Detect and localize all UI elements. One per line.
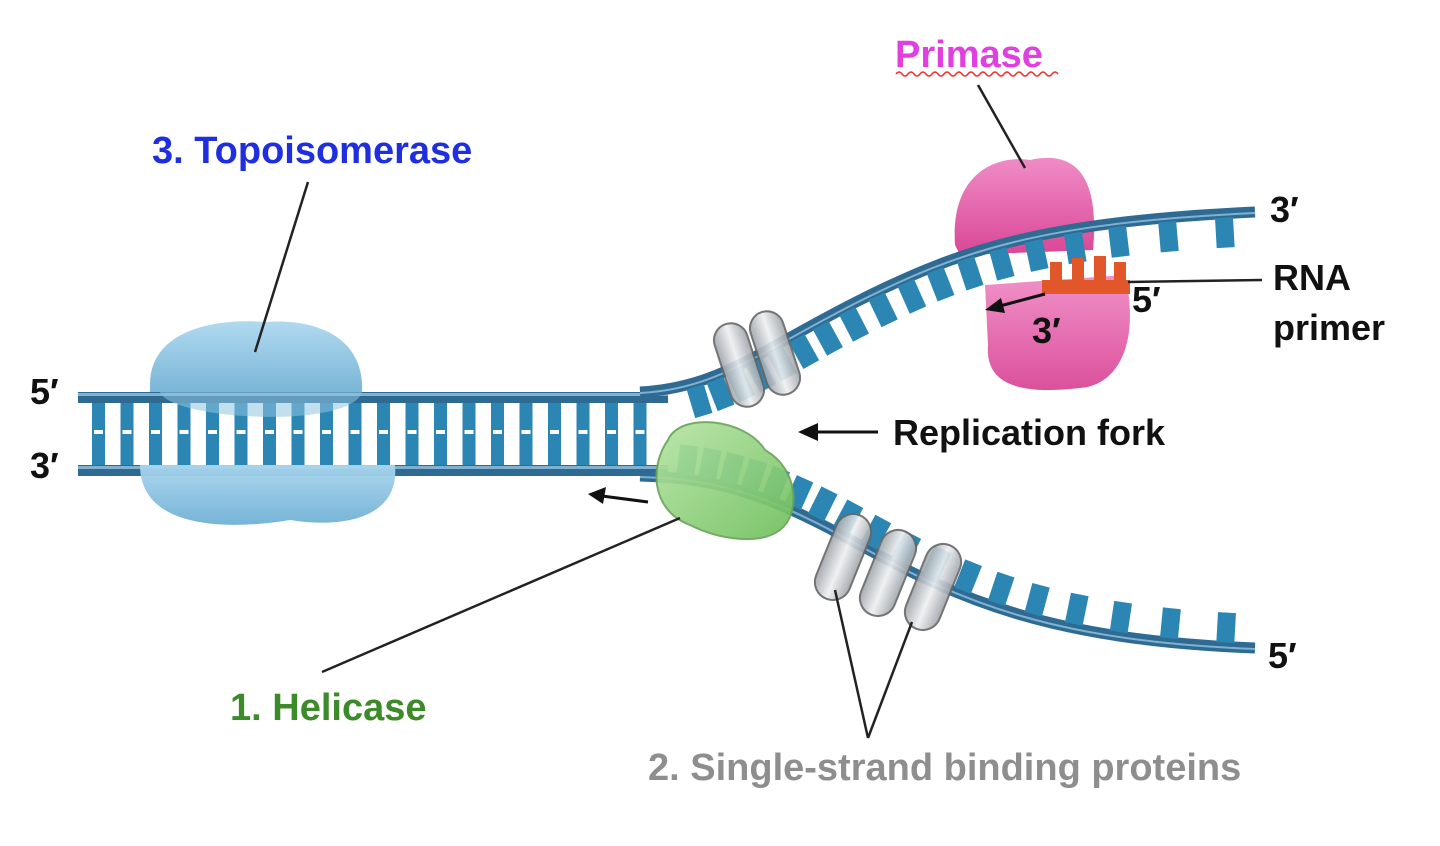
base-pair-gap bbox=[322, 430, 331, 434]
base-tooth bbox=[1109, 600, 1133, 634]
primer-5-end-label: 5′ bbox=[1132, 279, 1161, 320]
base-pair-gap bbox=[550, 430, 559, 434]
left-top-end-label: 5′ bbox=[30, 371, 59, 412]
base-pair-gap bbox=[179, 430, 189, 434]
base-pair-gap bbox=[436, 430, 445, 434]
topoisomerase-back bbox=[150, 321, 363, 392]
topoisomerase-icon bbox=[140, 392, 396, 525]
topoisomerase-label: 3. Topoisomerase bbox=[152, 130, 472, 172]
base-tooth bbox=[706, 376, 735, 412]
base-pair-gap bbox=[94, 430, 103, 434]
base-pair-gap bbox=[607, 430, 616, 434]
base-tooth bbox=[957, 256, 984, 291]
replication-fork-label: Replication fork bbox=[893, 412, 1166, 453]
base-pair-gap bbox=[265, 430, 274, 434]
upper-right-end-label: 3′ bbox=[1270, 189, 1299, 230]
helicase-icon bbox=[655, 421, 795, 541]
base-tooth bbox=[868, 292, 898, 328]
base-tooth bbox=[1159, 607, 1181, 640]
base-pair-gap bbox=[635, 430, 645, 434]
base-tooth bbox=[788, 334, 820, 369]
base-tooth bbox=[926, 267, 955, 302]
duplex-dna bbox=[78, 392, 668, 476]
rna-primer-icon bbox=[1042, 256, 1130, 294]
upper-template-strand bbox=[639, 206, 1256, 419]
base-tooth bbox=[686, 384, 713, 419]
primase-underline bbox=[895, 71, 1059, 77]
base-tooth bbox=[989, 247, 1015, 281]
base-pair-gap bbox=[464, 430, 474, 434]
base-pair-gap bbox=[293, 430, 303, 434]
base-pair-gap bbox=[407, 430, 417, 434]
rna-primer-label-line2: primer bbox=[1273, 307, 1385, 348]
base-pair-gap bbox=[208, 430, 217, 434]
base-pair-gap bbox=[493, 430, 502, 434]
base-pair-gap bbox=[578, 430, 588, 434]
base-pair-gap bbox=[521, 430, 531, 434]
base-tooth bbox=[1216, 612, 1236, 644]
base-tooth bbox=[1024, 238, 1049, 272]
base-tooth bbox=[839, 306, 870, 342]
base-tooth bbox=[1158, 220, 1179, 253]
base-tooth bbox=[954, 559, 982, 594]
ssb-proteins bbox=[712, 310, 963, 632]
base-pair-gap bbox=[236, 430, 246, 434]
base-tooth bbox=[1063, 231, 1087, 265]
base-tooth bbox=[1214, 217, 1235, 249]
base-pair-gap bbox=[350, 430, 360, 434]
base-tooth bbox=[987, 571, 1015, 606]
primase-label: Primase bbox=[895, 34, 1043, 76]
base-pair-gap bbox=[122, 430, 132, 434]
ssb-label: 2. Single-strand binding proteins bbox=[648, 747, 1241, 789]
helicase-label: 1. Helicase bbox=[230, 687, 426, 729]
lower-right-end-label: 5′ bbox=[1268, 635, 1297, 676]
leader-lines bbox=[253, 84, 1263, 739]
left-bottom-end-label: 3′ bbox=[30, 445, 59, 486]
base-tooth bbox=[812, 320, 843, 356]
base-tooth bbox=[1108, 225, 1130, 258]
base-tooth bbox=[808, 486, 838, 522]
base-pair-gap bbox=[151, 430, 160, 434]
base-tooth bbox=[1024, 582, 1050, 617]
base-tooth bbox=[1064, 592, 1089, 626]
primase-icon bbox=[985, 275, 1130, 391]
rna-primer-label-line1: RNA bbox=[1273, 257, 1351, 298]
arrows bbox=[588, 292, 1046, 504]
base-tooth bbox=[897, 278, 927, 314]
base-pair-gap bbox=[379, 430, 388, 434]
primer-3-end-label: 3′ bbox=[1032, 310, 1061, 351]
